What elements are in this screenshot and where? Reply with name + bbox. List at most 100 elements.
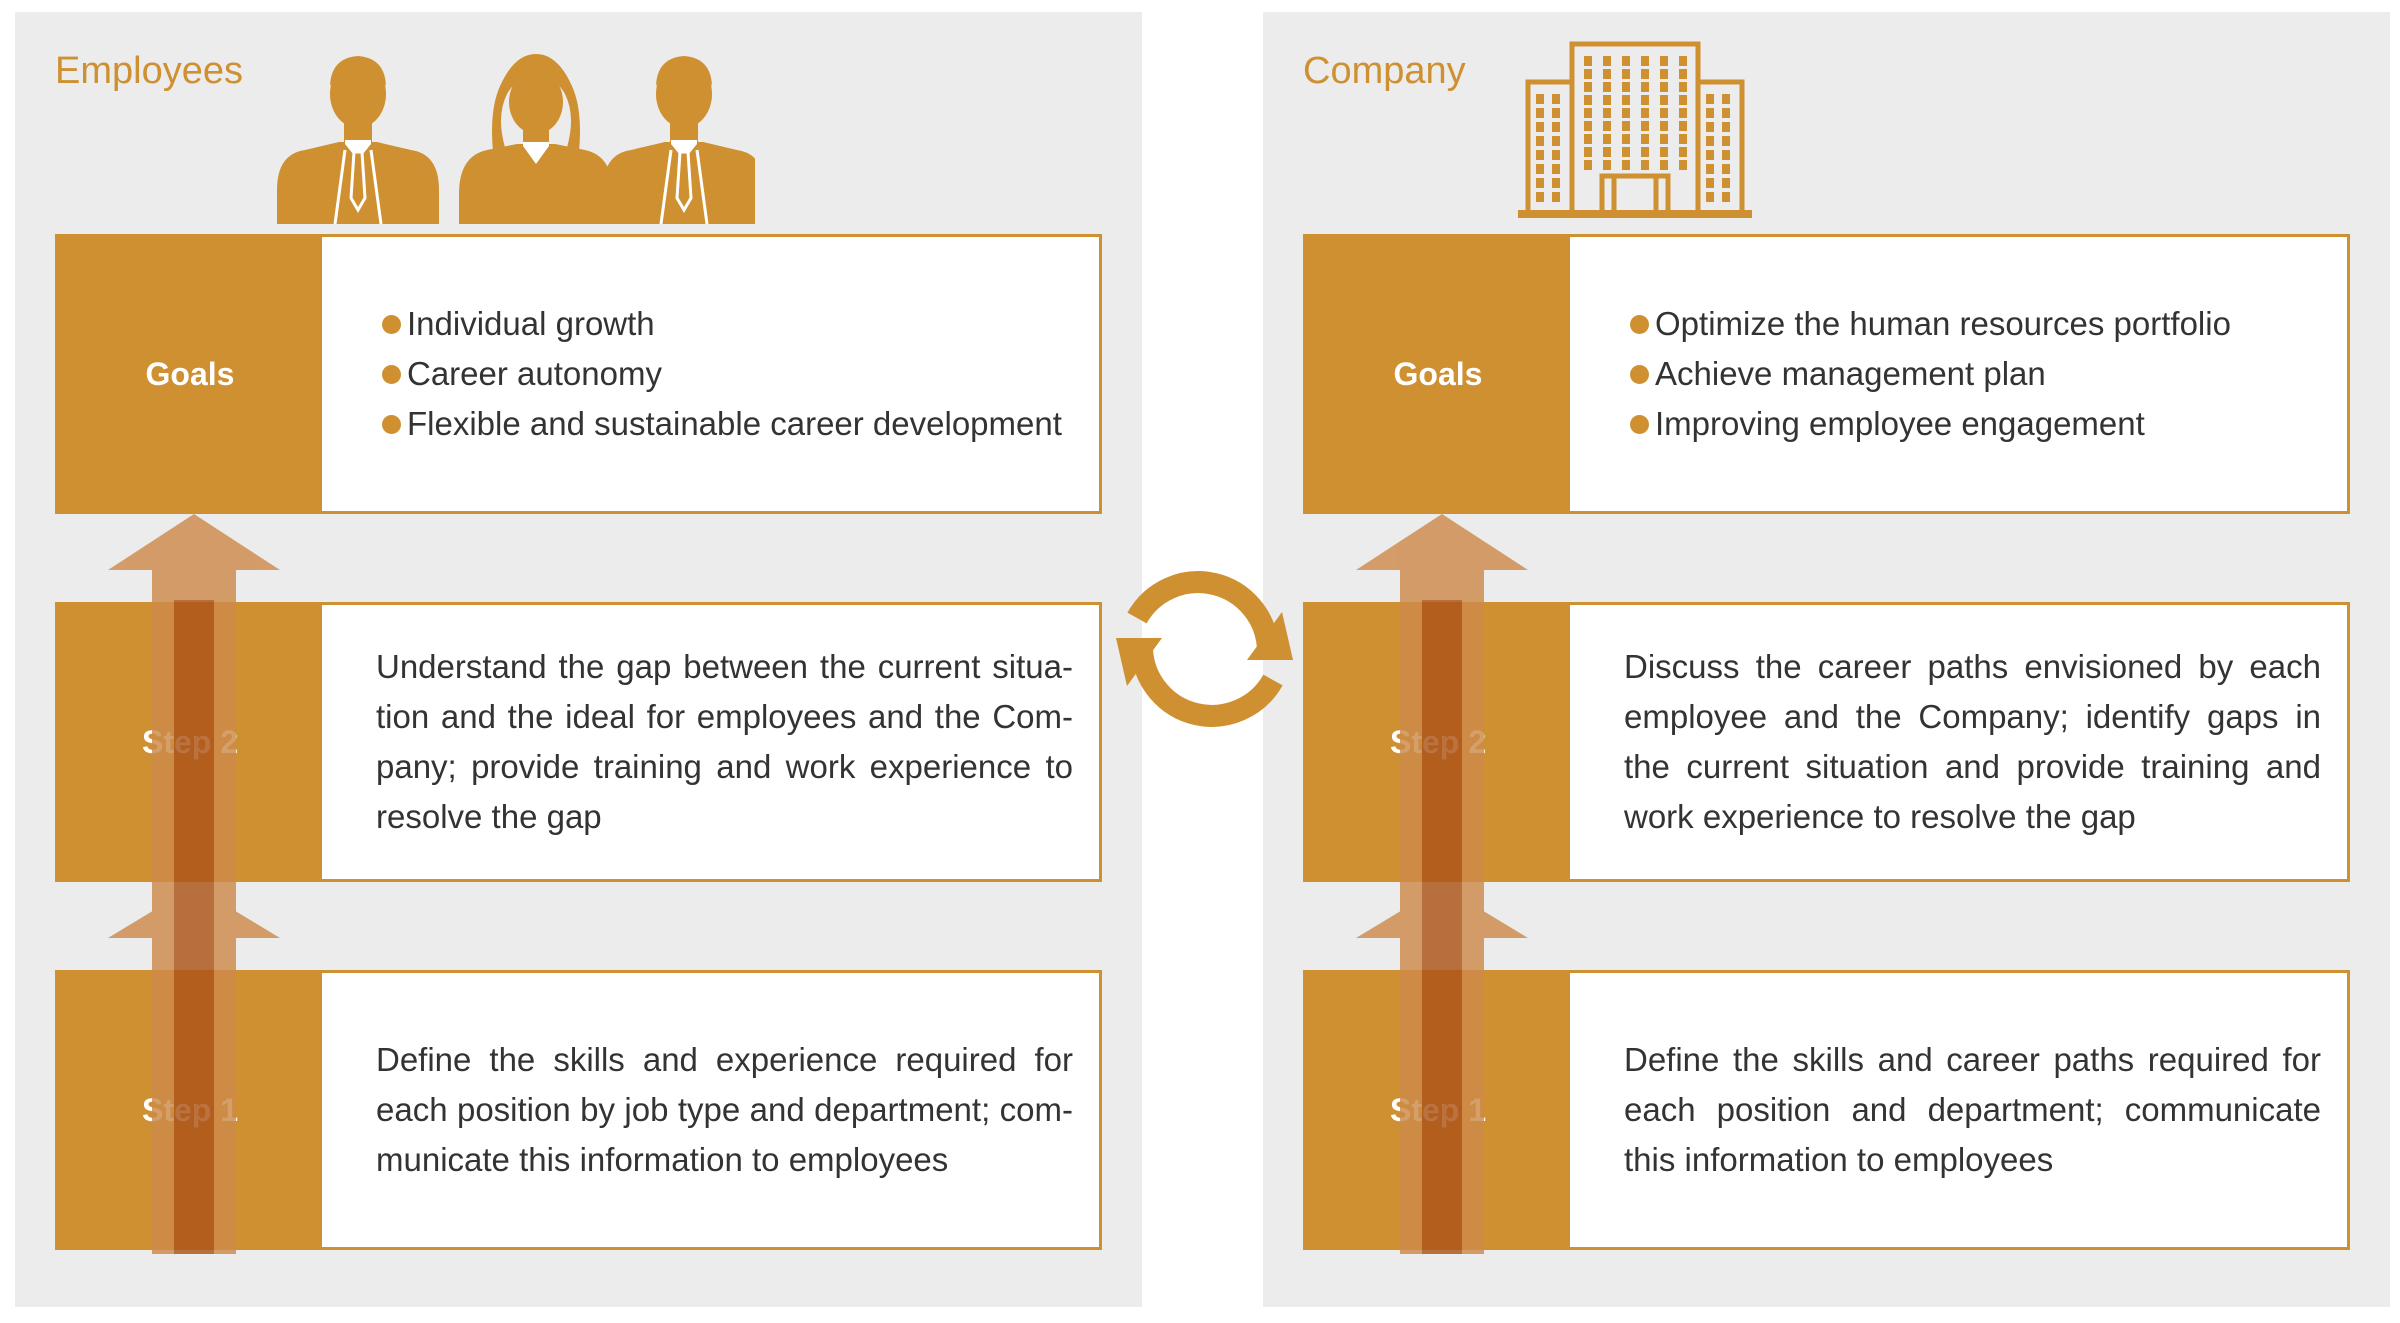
window-mark [1722,178,1730,188]
window-mark [1706,108,1714,118]
window-mark [1660,56,1668,66]
window-mark [1706,122,1714,132]
office-building-icon [1518,41,1752,218]
window-mark [1641,69,1649,79]
window-mark [1722,122,1730,132]
window-mark [1584,121,1592,131]
window-mark [1641,82,1649,92]
window-mark [1603,147,1611,157]
window-mark [1641,95,1649,105]
bullet-icon [1630,364,1649,384]
window-mark [1603,82,1611,92]
window-mark [1536,108,1544,118]
window-mark [1679,69,1687,79]
window-mark [1679,160,1687,170]
window-mark [1679,95,1687,105]
window-mark [1722,164,1730,174]
window-mark [1660,121,1668,131]
window-mark [1536,164,1544,174]
window-mark [1552,136,1560,146]
window-mark [1603,95,1611,105]
bullet-icon [382,414,401,434]
company-goals-row: Goals Optimize the human resources portf… [1303,234,2350,514]
bullet-icon [1630,314,1649,334]
window-mark [1584,69,1592,79]
window-mark [1660,108,1668,118]
window-mark [1603,160,1611,170]
window-mark [1641,121,1649,131]
window-mark [1622,134,1630,144]
window-mark [1622,82,1630,92]
goal-item: Individual growth [382,299,1073,349]
goal-item: Achieve management plan [1630,349,2321,399]
window-mark [1706,94,1714,104]
bullet-icon [382,364,401,384]
window-mark [1641,108,1649,118]
window-mark [1536,94,1544,104]
employees-title: Employees [55,50,243,92]
window-mark [1622,121,1630,131]
window-mark [1584,134,1592,144]
window-mark [1660,82,1668,92]
refresh-cycle-icon [1127,571,1283,727]
window-mark [1679,134,1687,144]
goals-label: Goals [1306,237,1570,511]
window-mark [1536,178,1544,188]
window-mark [1722,150,1730,160]
window-mark [1603,121,1611,131]
window-mark [1722,108,1730,118]
window-mark [1536,150,1544,160]
window-mark [1660,95,1668,105]
window-mark [1706,150,1714,160]
window-mark [1536,192,1544,202]
window-mark [1552,122,1560,132]
window-mark [1679,82,1687,92]
window-mark [1622,95,1630,105]
window-mark [1603,56,1611,66]
window-mark [1641,134,1649,144]
goal-item: Career autonomy [382,349,1073,399]
window-mark [1552,192,1560,202]
step2-text: Discuss the career paths envisioned by e… [1624,648,2321,835]
window-mark [1722,94,1730,104]
window-mark [1641,56,1649,66]
window-mark [1706,192,1714,202]
window-mark [1552,150,1560,160]
window-mark [1622,147,1630,157]
window-mark [1660,134,1668,144]
window-mark [1622,69,1630,79]
step2-text: Understand the gap between the current s… [376,648,1073,835]
window-mark [1603,108,1611,118]
window-mark [1536,122,1544,132]
goals-label: Goals [58,237,322,511]
window-mark [1706,136,1714,146]
window-mark [1706,178,1714,188]
window-mark [1603,134,1611,144]
window-mark [1552,94,1560,104]
window-mark [1622,108,1630,118]
window-mark [1552,178,1560,188]
window-mark [1722,136,1730,146]
window-mark [1584,56,1592,66]
window-mark [1679,56,1687,66]
window-mark [1679,121,1687,131]
window-mark [1641,160,1649,170]
window-mark [1679,147,1687,157]
goal-item: Optimize the human resources portfolio [1630,299,2321,349]
window-mark [1584,82,1592,92]
goal-item: Flexible and sustainable career developm… [382,399,1073,449]
window-mark [1584,160,1592,170]
window-mark [1641,147,1649,157]
window-mark [1679,108,1687,118]
window-mark [1706,164,1714,174]
arrow-shaft [174,600,214,1254]
window-mark [1660,147,1668,157]
window-mark [1722,192,1730,202]
window-mark [1552,164,1560,174]
window-mark [1584,95,1592,105]
goal-item: Improving employee engagement [1630,399,2321,449]
window-mark [1660,69,1668,79]
window-mark [1552,108,1560,118]
window-mark [1584,108,1592,118]
